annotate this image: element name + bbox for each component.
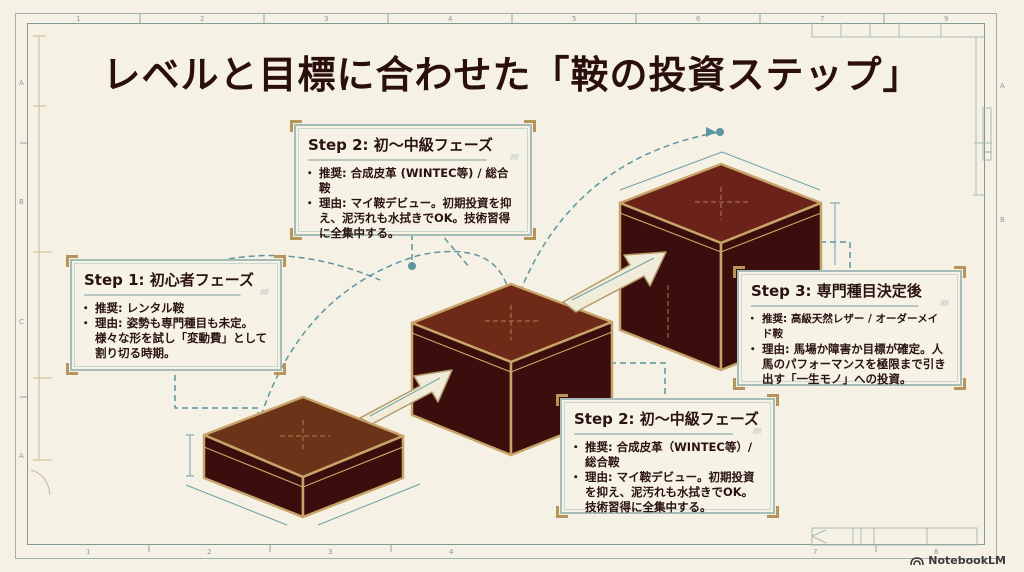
recommend-text: 推奨: 合成皮革（WINTEC等）/ 総合鞍 [570, 440, 761, 470]
ruler-label-top: 2 [200, 15, 205, 23]
curve-arrowhead [706, 127, 716, 137]
ruler-label-left: B [19, 198, 24, 206]
brand-label: NotebookLM [928, 554, 1006, 567]
reason-text: 理由: 姿勢も専門種目も未定。様々な形を試し「変動費」として割り切る時期。 [80, 316, 268, 361]
ruler-label-top: 1 [76, 15, 81, 23]
title-block [811, 23, 992, 196]
arrow-step1-to-2 [359, 369, 453, 425]
recommend-text: 推奨: 合成皮革 (WINTEC等) / 総合鞍 [304, 166, 518, 196]
callout-step1: Step 1: 初心者フェーズ 推奨: レンタル鞍 理由: 姿勢も専門種目も未定… [66, 255, 286, 375]
ruler-label-bottom: 3 [328, 548, 333, 556]
recommend-text: 推奨: 高級天然レザー / オーダーメイド鞍 [747, 312, 948, 342]
divider [574, 427, 761, 435]
left-dimension-line [30, 35, 52, 496]
ruler-label-top: 5 [572, 15, 577, 23]
ruler-label-top: 3 [324, 15, 329, 23]
reason-text: 理由: マイ鞍デビュー。初期投資を抑え、泥汚れも水拭きでOK。技術習得に全集中す… [304, 196, 518, 241]
ruler-label-bottom: 2 [207, 548, 212, 556]
ruler-label-top: 6 [696, 15, 701, 23]
arrow-step2-to-3 [562, 251, 667, 313]
callout-step2-bottom: Step 2: 初〜中級フェーズ 推奨: 合成皮革（WINTEC等）/ 総合鞍 … [556, 394, 779, 518]
ruler-label-bottom: 4 [449, 548, 454, 556]
ruler-label-bottom: 8 [934, 548, 939, 556]
ruler-label-left: C [19, 318, 24, 326]
callout-title: Step 1: 初心者フェーズ [84, 271, 255, 289]
ruler-label-top: 9 [944, 15, 949, 23]
divider [84, 288, 268, 296]
ruler-label-left: A [19, 79, 24, 87]
callout-title: Step 3: 専門種目決定後 [751, 282, 922, 300]
ruler-label-bottom: 7 [813, 548, 818, 556]
callout-step2-top: Step 2: 初〜中級フェーズ 推奨: 合成皮革 (WINTEC等) / 総合… [290, 120, 536, 240]
callout-title: Step 2: 初〜中級フェーズ [574, 410, 760, 428]
notebooklm-logo-icon [910, 556, 925, 565]
blueprint-frame-outer [15, 13, 997, 559]
ruler-label-top: 4 [448, 15, 453, 23]
callout-title: Step 2: 初〜中級フェーズ [308, 136, 494, 154]
divider [308, 153, 518, 161]
ruler-label-right: B [1000, 216, 1005, 224]
recommend-text: 推奨: レンタル鞍 [80, 301, 268, 316]
callout-step3: Step 3: 専門種目決定後 推奨: 高級天然レザー / オーダーメイド鞍 理… [733, 266, 966, 390]
notebooklm-brand: NotebookLM [910, 554, 1006, 567]
title-block-bottom [811, 527, 978, 546]
blueprint-frame-inner [27, 23, 985, 545]
ruler-label-top: 7 [820, 15, 825, 23]
ruler-ticks [20, 13, 992, 552]
ruler-label-right: A [1000, 82, 1005, 90]
ruler-label-bottom: 1 [86, 548, 91, 556]
divider [751, 299, 948, 307]
ruler-label-left: A [19, 452, 24, 460]
reason-text: 理由: マイ鞍デビュー。初期投資を抑え、泥汚れも水拭きでOK。技術習得に全集中す… [570, 470, 761, 515]
page-title: レベルと目標に合わせた「鞍の投資ステップ」 [102, 53, 922, 97]
reason-text: 理由: 馬場か障害か目標が確定。人馬のパフォーマンスを極限まで引き出す「一生モノ… [747, 342, 948, 387]
